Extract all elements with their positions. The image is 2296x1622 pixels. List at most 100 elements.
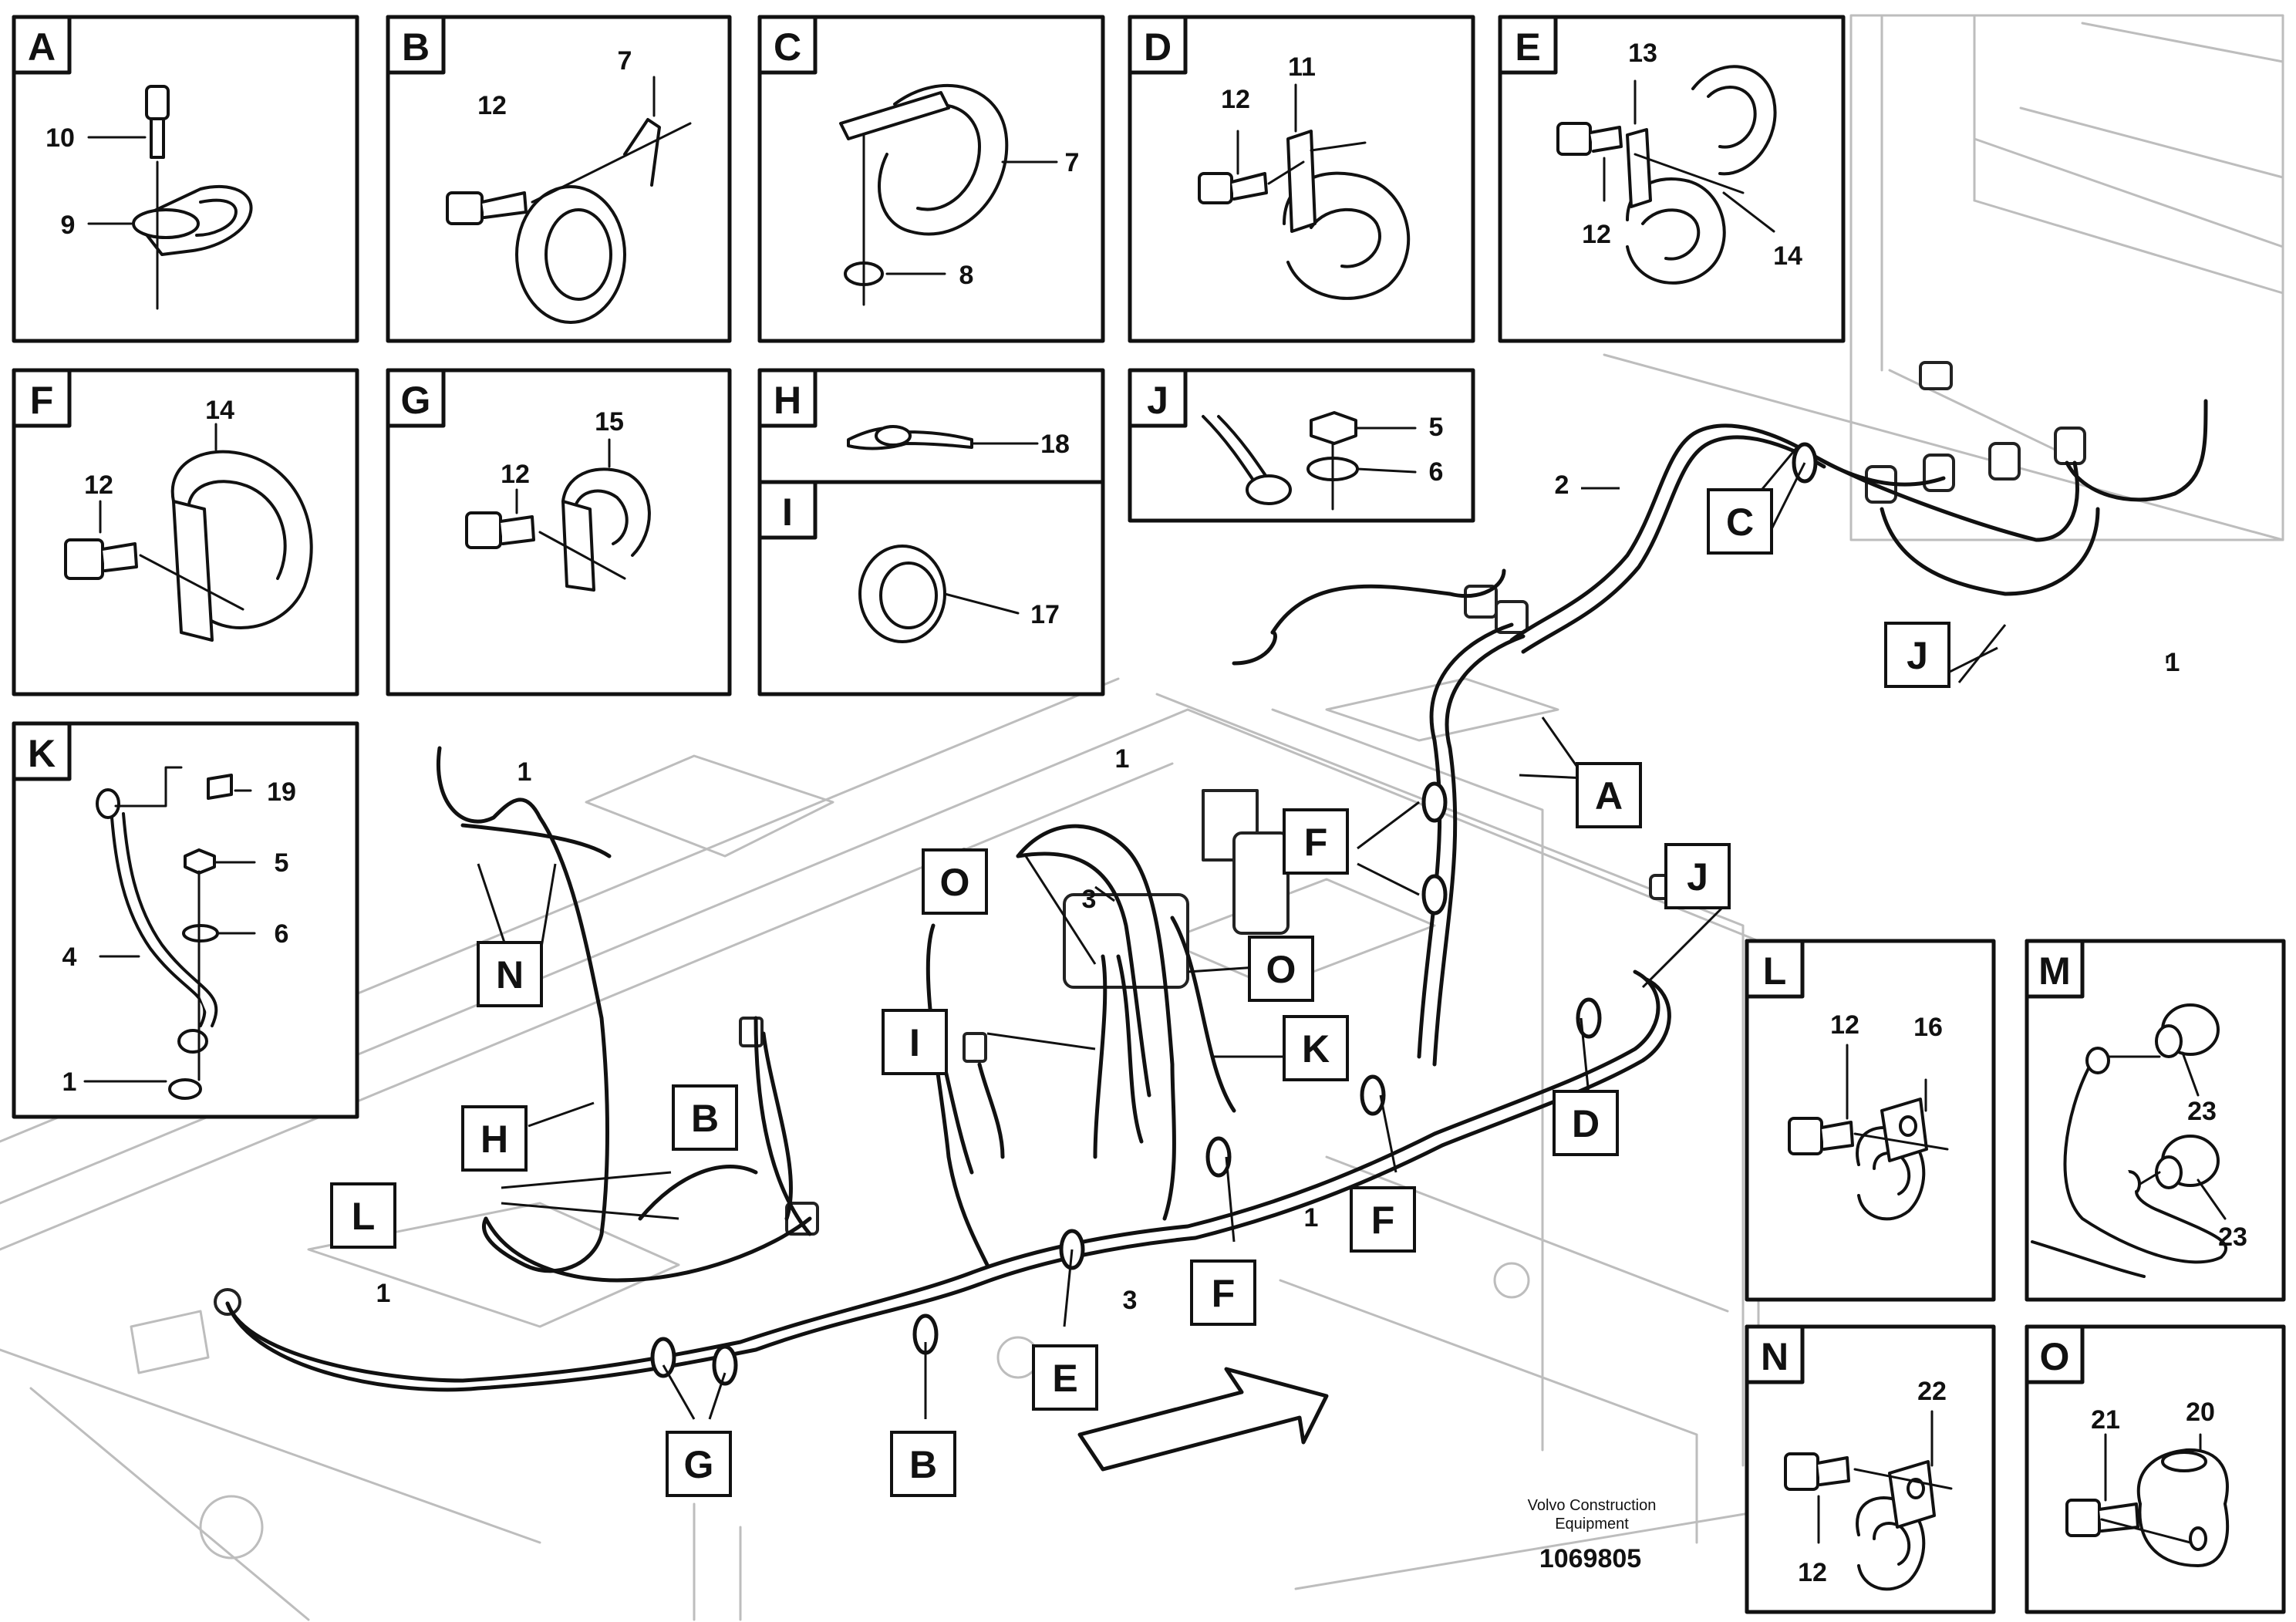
part-number: 5 xyxy=(275,848,289,878)
svg-text:B: B xyxy=(691,1097,719,1140)
cushioned-clamp-icon xyxy=(1198,130,1411,300)
svg-text:J: J xyxy=(1687,855,1708,899)
part-number: 12 xyxy=(477,91,507,120)
panel-O: O 20 21 xyxy=(2025,1324,2286,1614)
svg-text:C: C xyxy=(1726,501,1754,544)
panel-D: D 11 12 xyxy=(1128,15,1475,343)
part-number: 12 xyxy=(1798,1558,1827,1587)
part-number: 6 xyxy=(275,919,289,949)
part-number: 8 xyxy=(959,261,974,290)
ground-terminal-icon xyxy=(1202,411,1359,505)
document-number: 1069805 xyxy=(1539,1544,1641,1573)
part-number: 23 xyxy=(2218,1222,2247,1252)
part-number: 3 xyxy=(1123,1286,1138,1315)
part-number: 1 xyxy=(1304,1203,1319,1233)
cable-clip-icon xyxy=(132,85,253,256)
wire-harness xyxy=(225,399,2208,1392)
part-number: 6 xyxy=(1429,457,1444,487)
footer: Volvo Construction Equipment 1069805 xyxy=(1528,1497,1657,1573)
panel-A: A 10 9 xyxy=(12,15,359,343)
svg-text:A: A xyxy=(1595,774,1623,818)
svg-text:O: O xyxy=(940,861,970,904)
company-name-line2: Equipment xyxy=(1555,1516,1629,1533)
part-number: 16 xyxy=(1913,1013,1943,1042)
panel-letter: J xyxy=(1147,379,1168,422)
panel-letter: M xyxy=(2038,949,2071,993)
panel-C: C 7 8 xyxy=(757,15,1105,343)
part-number: 15 xyxy=(595,407,624,437)
svg-text:K: K xyxy=(1302,1027,1330,1071)
part-number: 23 xyxy=(2187,1097,2217,1126)
panel-letter: O xyxy=(2040,1335,2070,1378)
part-number: 12 xyxy=(84,470,113,500)
panel-letter: I xyxy=(782,491,793,534)
svg-text:B: B xyxy=(909,1443,937,1486)
part-number: 21 xyxy=(2091,1405,2120,1435)
machine-frame xyxy=(0,14,2284,1621)
grommet-icon xyxy=(858,545,946,643)
part-number: 4 xyxy=(62,943,77,972)
double-clamp-icon xyxy=(1556,65,1777,285)
part-number: 17 xyxy=(1030,600,1060,629)
panel-letter: L xyxy=(1763,949,1787,993)
panel-letter: K xyxy=(28,732,56,775)
part-number: 14 xyxy=(205,396,234,425)
part-number: 14 xyxy=(1773,241,1802,271)
part-number: 7 xyxy=(618,46,632,76)
callout-H: H xyxy=(461,1105,528,1172)
callout-A: A xyxy=(1576,762,1642,828)
part-number: 12 xyxy=(501,460,530,489)
components xyxy=(214,361,2086,1316)
main-callouts: A B B C D E F F F G H I J J K L N O O xyxy=(330,488,1950,1497)
part-number: 1 xyxy=(376,1279,391,1308)
part-number: 11 xyxy=(1288,52,1316,82)
number-leaders xyxy=(1094,487,1620,902)
svg-text:N: N xyxy=(496,953,524,996)
part-number: 12 xyxy=(1582,220,1611,249)
part-number: 10 xyxy=(46,123,75,153)
direction-arrow xyxy=(1077,1367,1329,1472)
part-number: 7 xyxy=(1065,148,1080,177)
svg-text:I: I xyxy=(909,1021,920,1064)
callout-N: N xyxy=(477,941,543,1007)
panel-letter: F xyxy=(30,379,54,422)
insulated-clip-icon xyxy=(465,467,651,592)
svg-text:F: F xyxy=(1371,1199,1395,1242)
callout-G: G xyxy=(666,1431,732,1497)
part-number: 3 xyxy=(1082,885,1097,914)
panel-letter: G xyxy=(401,379,431,422)
callout-C: C xyxy=(1707,488,1773,555)
panel-letter: D xyxy=(1144,25,1172,69)
part-number: 12 xyxy=(1830,1010,1859,1040)
panel-letter: N xyxy=(1761,1335,1789,1378)
panel-letter: C xyxy=(774,25,801,69)
callout-D: D xyxy=(1553,1090,1619,1156)
callout-E: E xyxy=(1032,1344,1098,1411)
svg-text:O: O xyxy=(1266,948,1296,991)
part-number: 1 xyxy=(62,1067,77,1097)
callout-B-1: B xyxy=(672,1084,738,1151)
svg-text:E: E xyxy=(1052,1357,1077,1400)
part-number: 18 xyxy=(1040,430,1070,459)
svg-text:F: F xyxy=(1304,821,1328,864)
panel-G: G 15 12 xyxy=(386,368,732,696)
callout-O-2: O xyxy=(1248,936,1314,1002)
part-number: 1 xyxy=(518,757,532,787)
panel-J: J 5 6 xyxy=(1128,368,1475,523)
callout-K: K xyxy=(1283,1015,1349,1081)
svg-text:F: F xyxy=(1212,1272,1236,1315)
callout-L: L xyxy=(330,1182,396,1249)
cushioned-clamp-icon xyxy=(1784,1452,1936,1591)
panel-I: I 17 xyxy=(757,480,1105,696)
band-clamp-icon xyxy=(839,84,1009,286)
part-number: 13 xyxy=(1628,39,1657,68)
leader-lines xyxy=(477,447,2169,1420)
panel-H: H 18 xyxy=(757,368,1105,496)
svg-text:J: J xyxy=(1907,634,1928,677)
panel-B: B 7 12 xyxy=(386,15,732,343)
svg-text:D: D xyxy=(1572,1102,1600,1145)
callout-F-1: F xyxy=(1283,808,1349,875)
callout-J-1: J xyxy=(1884,622,1950,688)
panel-L: L 12 16 xyxy=(1745,939,1996,1302)
